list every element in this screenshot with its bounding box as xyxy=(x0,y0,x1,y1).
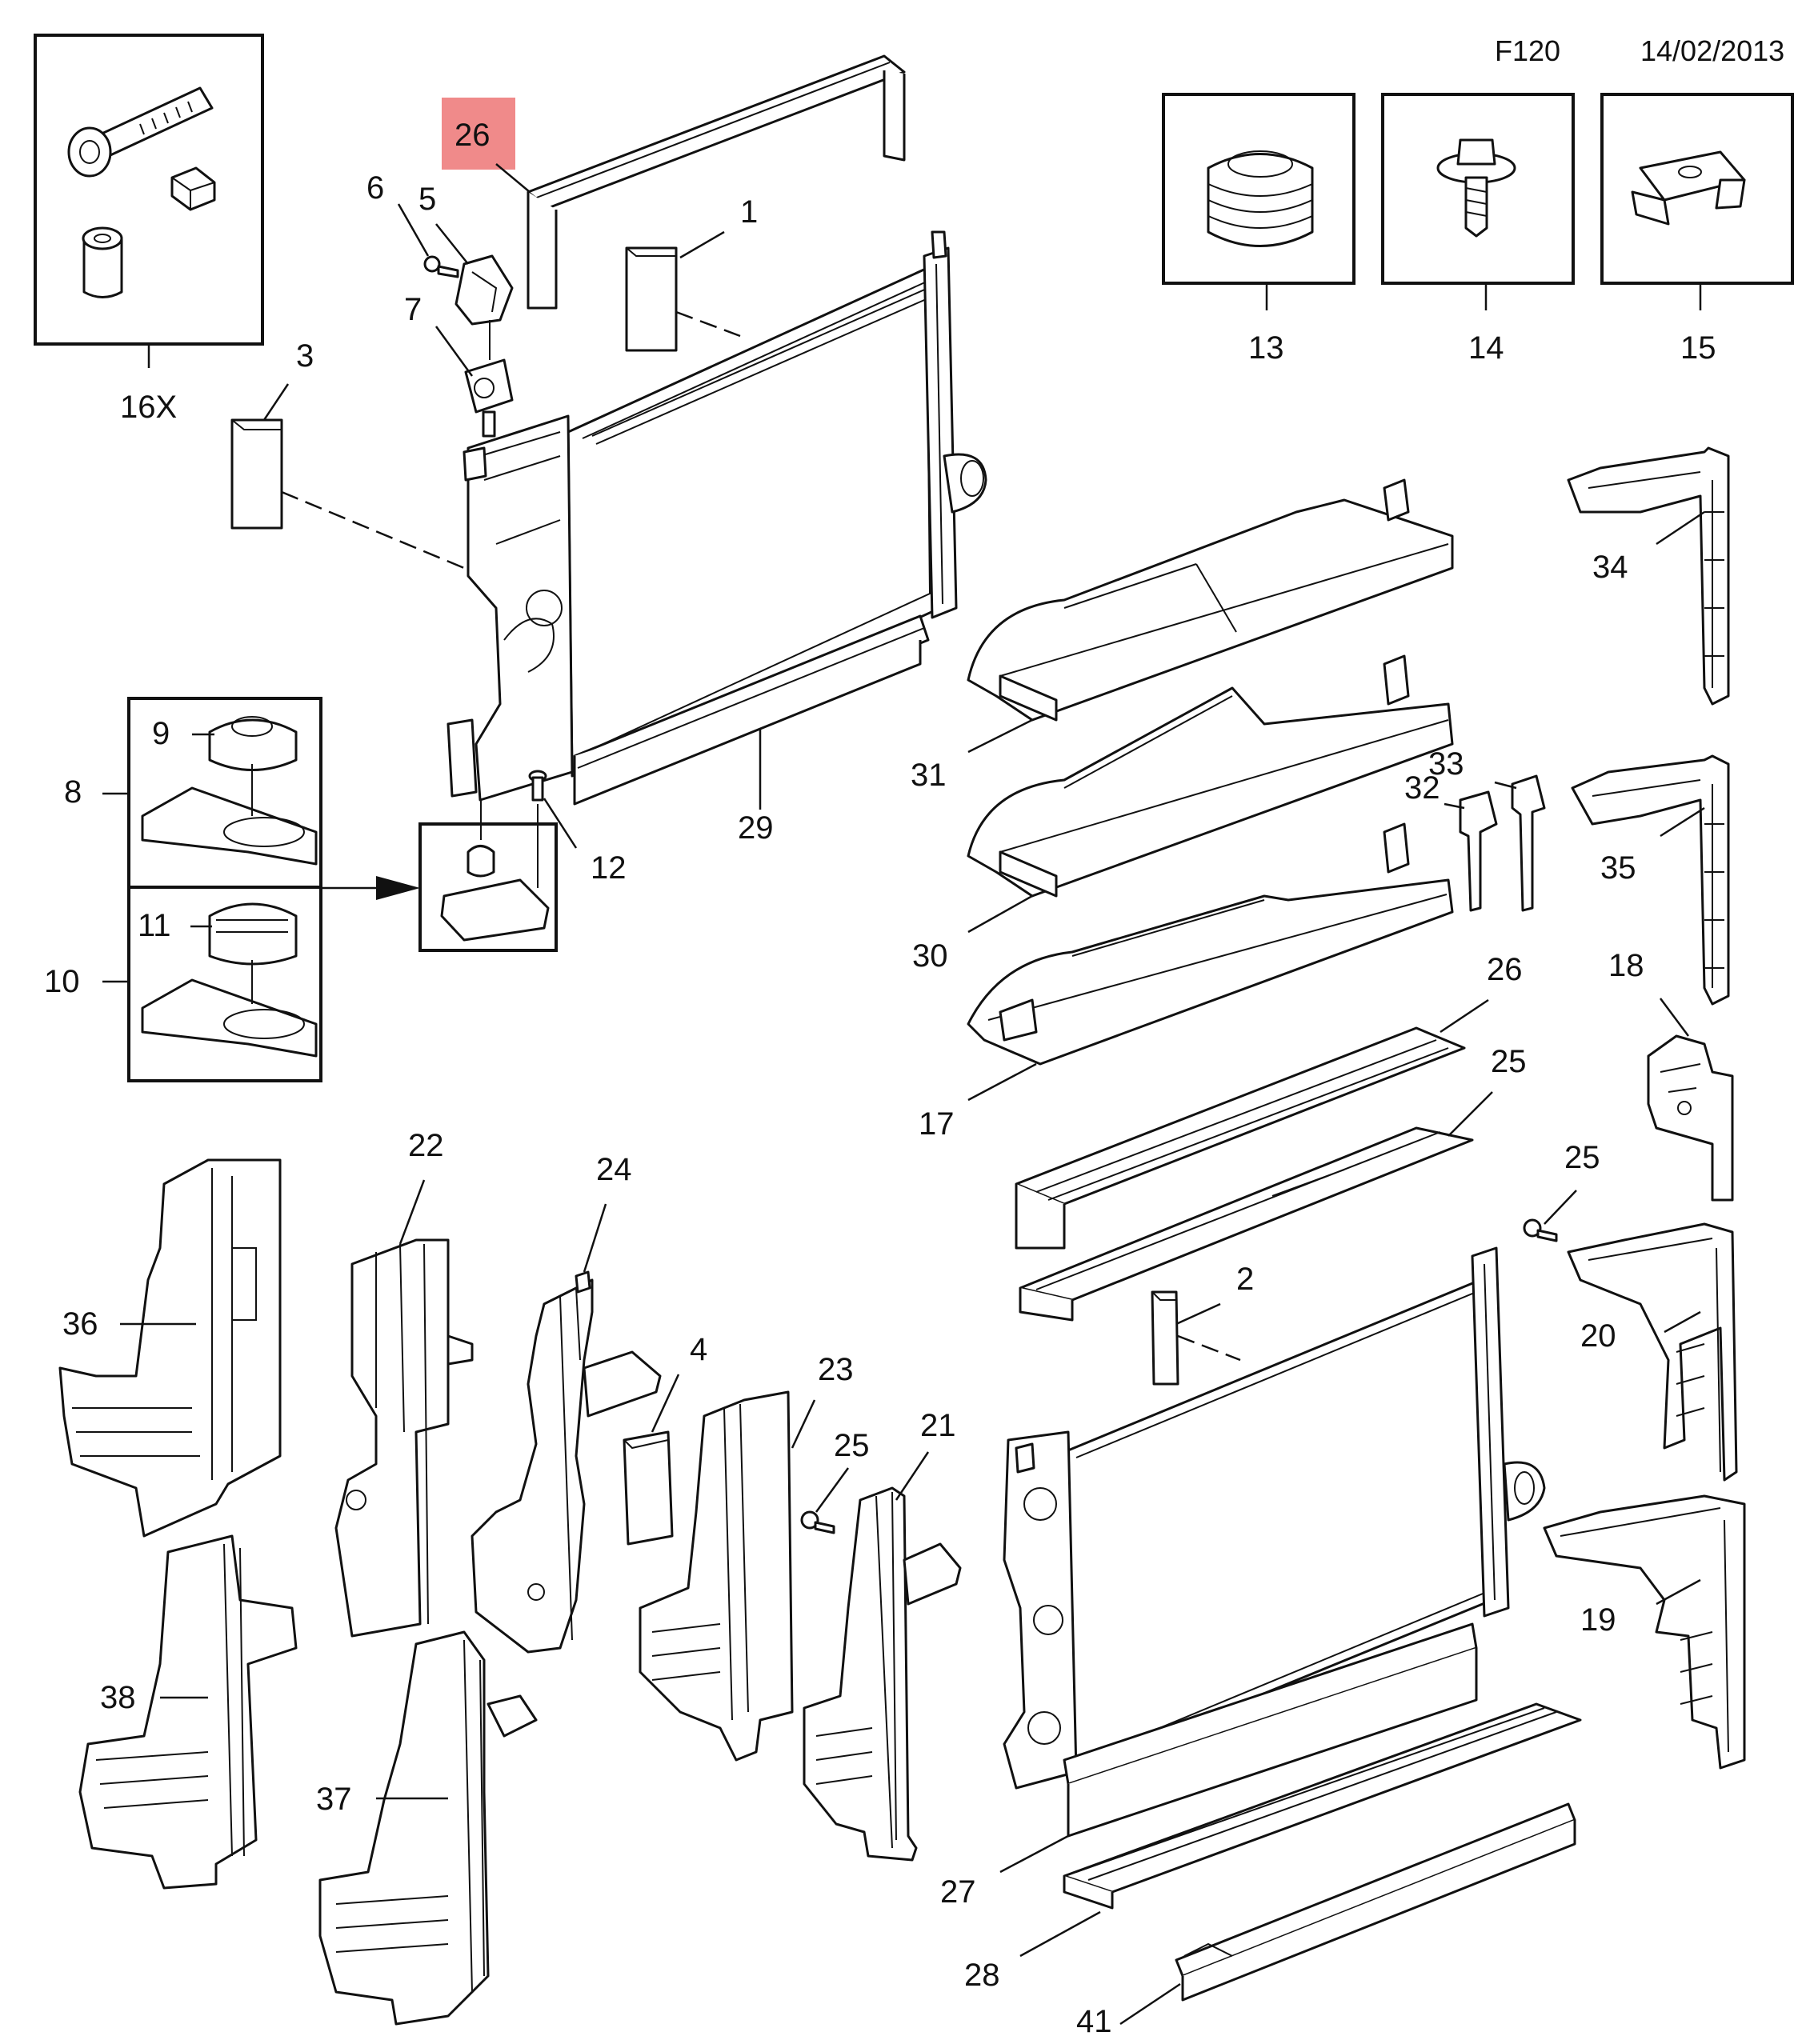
callout-28: 26 xyxy=(1487,952,1523,987)
part-12-bolt[interactable] xyxy=(528,770,547,802)
callout-25-left: 25 xyxy=(834,1428,870,1463)
callout-30: 28 xyxy=(964,1958,1000,1993)
part-4-pad[interactable] xyxy=(623,1430,674,1546)
part-37-bracket[interactable] xyxy=(1571,754,1730,1006)
radiator-lower[interactable] xyxy=(1003,1246,1546,1790)
part-box-14[interactable] xyxy=(1381,93,1575,285)
callout-29: 27 xyxy=(940,1874,976,1910)
callout-40: 38 xyxy=(100,1680,136,1715)
callout-20: 20 xyxy=(1580,1318,1616,1354)
part-38-bracket[interactable] xyxy=(58,1158,282,1538)
callout-23: 23 xyxy=(818,1352,854,1387)
callout-19: 19 xyxy=(1580,1602,1616,1638)
callout-27: 25 xyxy=(1491,1044,1527,1079)
part-2-pad[interactable] xyxy=(1151,1290,1179,1386)
part-17-deflector[interactable] xyxy=(967,822,1454,1066)
callout-24: 24 xyxy=(596,1152,632,1187)
part-39-bracket[interactable] xyxy=(318,1630,538,2026)
callout-2: 2 xyxy=(1236,1262,1254,1297)
part-24-bracket[interactable] xyxy=(471,1270,662,1654)
callout-1: 1 xyxy=(740,194,758,230)
callout-17: 17 xyxy=(919,1106,955,1142)
callout-7: 7 xyxy=(404,292,422,327)
highlight-box-26[interactable] xyxy=(442,98,515,170)
callout-8: 8 xyxy=(64,774,82,810)
callout-4: 4 xyxy=(690,1332,707,1367)
part-5-clip[interactable] xyxy=(454,254,514,326)
part-26-seal[interactable] xyxy=(527,54,906,310)
part-22-bracket[interactable] xyxy=(334,1238,474,1638)
callout-41: 41 xyxy=(1076,2004,1112,2039)
part-35-clip[interactable] xyxy=(1511,774,1546,912)
diagram-code: F120 xyxy=(1495,34,1560,67)
callout-37: 35 xyxy=(1600,850,1636,886)
part-32-deflector[interactable] xyxy=(967,654,1454,898)
part-25-screw-right[interactable] xyxy=(1523,1218,1558,1242)
callout-32: 30 xyxy=(912,938,948,974)
callout-34: 32 xyxy=(1404,770,1440,806)
part-7-bushing[interactable] xyxy=(464,320,514,438)
callout-25-right: 25 xyxy=(1564,1140,1600,1175)
mount-box-10[interactable] xyxy=(127,886,322,1082)
callout-13: 13 xyxy=(1248,330,1284,366)
part-34-clip[interactable] xyxy=(1459,790,1498,912)
part-3-pad[interactable] xyxy=(230,418,283,530)
callout-16x: 16X xyxy=(120,390,177,425)
part-box-13[interactable] xyxy=(1162,93,1355,285)
part-30-seal[interactable] xyxy=(1063,1702,1582,1910)
mount-detail-box[interactable] xyxy=(418,800,558,952)
part-25-screw-left[interactable] xyxy=(800,1510,835,1534)
callout-14: 14 xyxy=(1468,330,1504,366)
part-36-bracket[interactable] xyxy=(1567,446,1730,706)
part-box-15[interactable] xyxy=(1600,93,1794,285)
callout-11: 11 xyxy=(138,908,171,943)
part-27-seal[interactable] xyxy=(1019,1126,1474,1322)
callout-22: 22 xyxy=(408,1128,444,1163)
part-28-seal[interactable] xyxy=(1015,1026,1466,1250)
part-33-deflector[interactable] xyxy=(967,478,1454,722)
part-29-seal[interactable] xyxy=(1063,1622,1478,1838)
part-20-bracket[interactable] xyxy=(1567,1222,1738,1482)
part-21-bracket[interactable] xyxy=(803,1486,962,1862)
callout-35: 33 xyxy=(1428,746,1464,782)
part-6-screw[interactable] xyxy=(423,255,459,278)
part-31-seal[interactable] xyxy=(573,614,930,806)
kit-box-16x[interactable] xyxy=(34,34,264,346)
callout-10: 10 xyxy=(44,964,80,999)
part-19-bracket[interactable] xyxy=(1543,1494,1746,1770)
callout-38: 36 xyxy=(62,1306,98,1342)
callout-12: 12 xyxy=(591,850,627,886)
callout-39: 37 xyxy=(316,1782,352,1817)
callout-15: 15 xyxy=(1680,330,1716,366)
diagram-date: 14/02/2013 xyxy=(1640,34,1784,67)
callout-36: 34 xyxy=(1592,550,1628,585)
part-41-seal[interactable] xyxy=(1175,1802,1576,2002)
callout-3: 3 xyxy=(296,338,314,374)
part-23-bracket[interactable] xyxy=(639,1390,794,1762)
callout-21: 21 xyxy=(920,1408,956,1443)
callout-9: 9 xyxy=(152,716,170,751)
callout-18: 18 xyxy=(1608,948,1644,983)
part-40-bracket[interactable] xyxy=(78,1534,298,1890)
callout-31: 29 xyxy=(738,810,774,846)
callout-5: 5 xyxy=(418,182,436,217)
part-1-pad[interactable] xyxy=(625,246,678,352)
callout-33: 31 xyxy=(911,758,947,793)
callout-6: 6 xyxy=(366,170,384,206)
callout-26[interactable]: 26 xyxy=(454,118,491,153)
part-18-clip[interactable] xyxy=(1647,1034,1734,1202)
